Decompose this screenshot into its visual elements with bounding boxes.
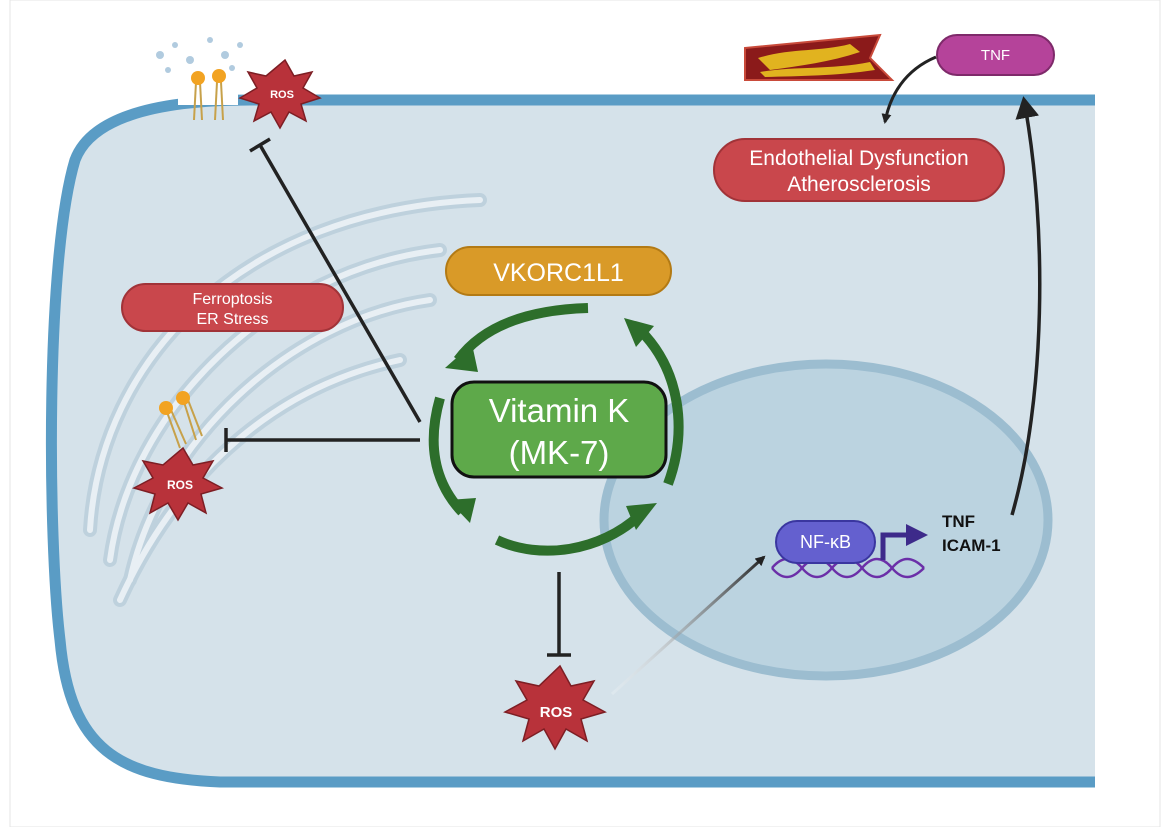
vitamin-k-cycle-arrowheads — [445, 318, 657, 530]
ros-er-label: ROS — [167, 478, 193, 492]
tnf-secretion-arrow — [1010, 96, 1042, 516]
vkorc1l1-box: VKORC1L1 — [445, 246, 672, 296]
artery-plaque-icon — [744, 33, 895, 81]
ferroptosis-line1: Ferroptosis — [192, 291, 272, 308]
ferroptosis-line2: ER Stress — [196, 311, 268, 328]
inhibit-er-ros — [224, 428, 420, 452]
inhibit-membrane-ros — [249, 137, 422, 423]
transcription-arrow-icon — [880, 524, 928, 560]
endothelial-dysfunction-box: Endothelial Dysfunction Atherosclerosis — [713, 138, 1005, 202]
tnf-top-label: TNF — [981, 47, 1010, 64]
tnf-secreted-box: TNF — [936, 34, 1055, 76]
vitamin-k-line1: Vitamin K — [489, 392, 630, 429]
ros-membrane-label: ROS — [270, 89, 294, 101]
ros-to-nfkb-arrow — [610, 555, 766, 696]
membrane-lipid-icon — [156, 37, 243, 121]
er-lipid-icon — [159, 391, 203, 449]
vitamin-k-line2: (MK-7) — [509, 434, 610, 471]
vkorc1l1-label: VKORC1L1 — [493, 259, 624, 287]
icam-gene-label: ICAM-1 — [942, 536, 1001, 555]
tnf-gene-label: TNF — [942, 512, 975, 531]
inhibit-cytosol-ros — [547, 572, 571, 657]
nfkb-label: NF-κB — [800, 532, 851, 552]
vitamin-k-box: Vitamin K (MK-7) — [450, 380, 668, 479]
endothelial-line1: Endothelial Dysfunction — [749, 147, 968, 170]
nfkb-box: NF-κB — [775, 520, 876, 564]
ros-cytosol: ROS — [503, 664, 607, 751]
tnf-to-endothelial-arrow — [881, 55, 937, 124]
endothelial-line2: Atherosclerosis — [787, 173, 931, 196]
ros-membrane: ROS — [238, 58, 322, 130]
ferroptosis-box: Ferroptosis ER Stress — [121, 283, 344, 332]
ros-er: ROS — [131, 446, 225, 522]
ros-cytosol-label: ROS — [540, 704, 573, 721]
